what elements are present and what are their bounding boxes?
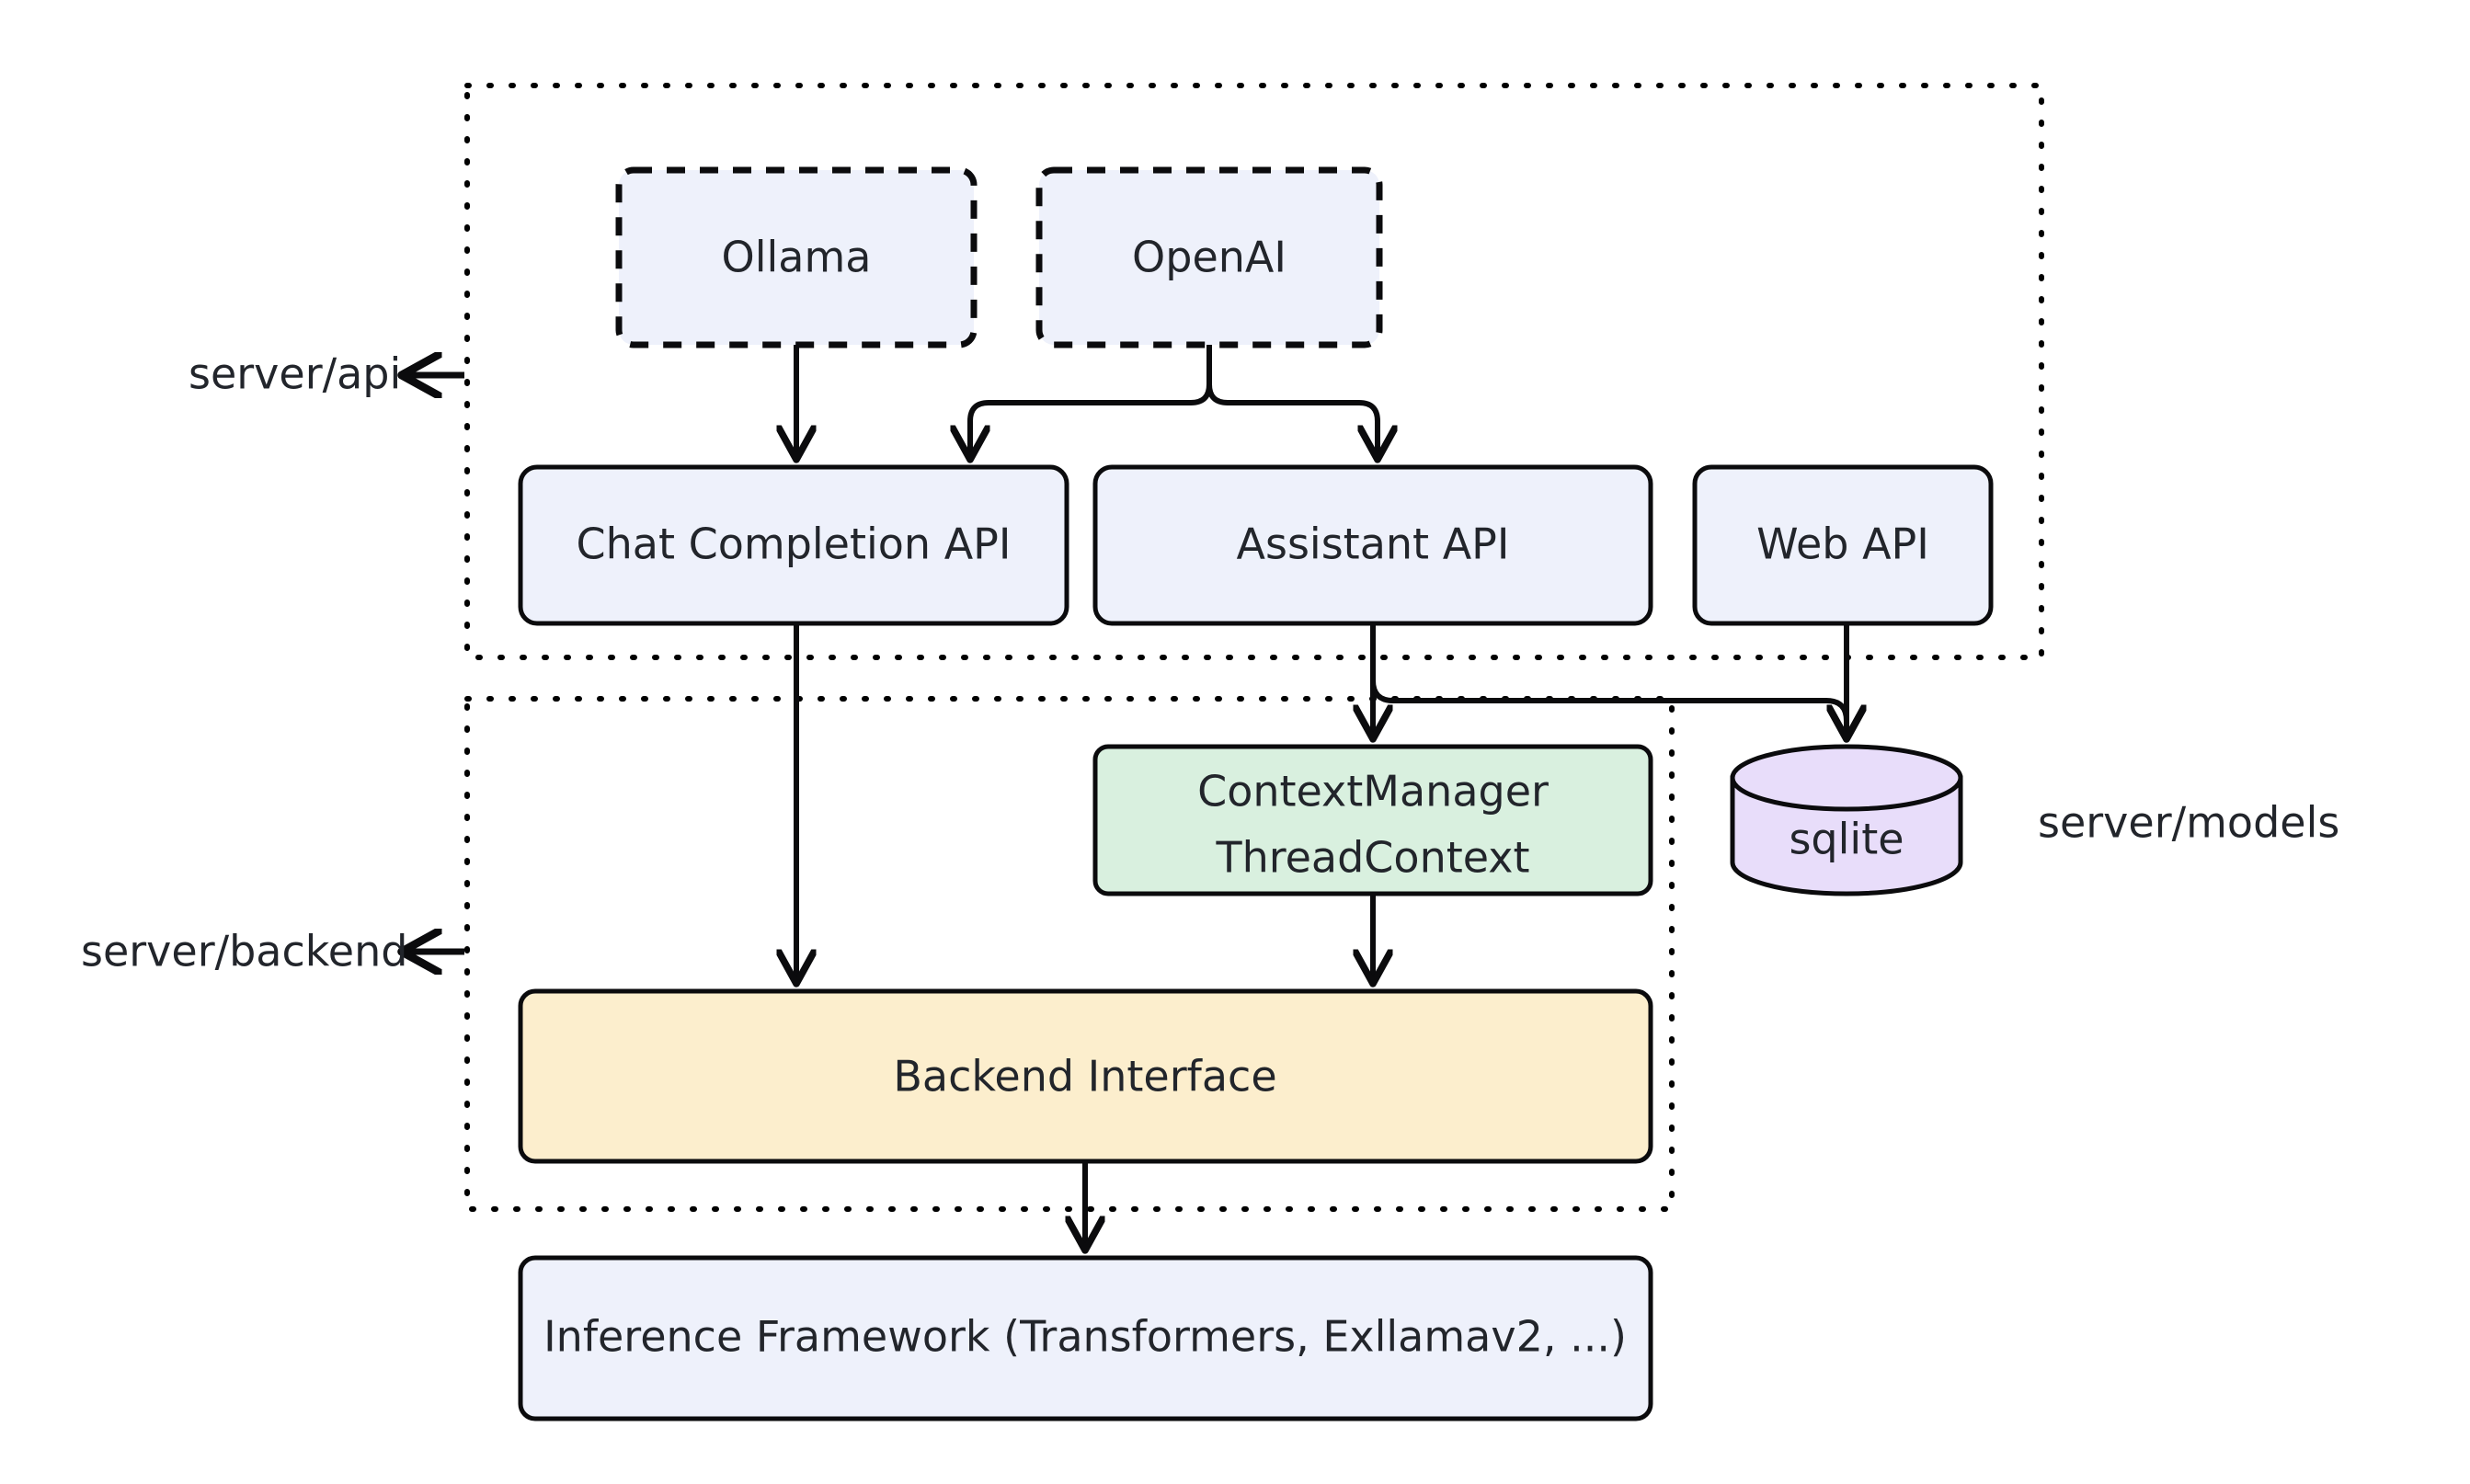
node-ollama[interactable]: Ollama xyxy=(615,166,978,348)
group-label-models: server/models xyxy=(2038,798,2339,848)
node-openai[interactable]: OpenAI xyxy=(1035,166,1383,348)
node-backend-interface-shape xyxy=(518,988,1653,1164)
group-label-backend: server/backend xyxy=(81,927,407,976)
node-assistant-api[interactable]: Assistant API xyxy=(1092,464,1653,626)
node-inference-framework[interactable]: Inference Framework (Transformers, Exlla… xyxy=(518,1255,1653,1421)
node-openai-shape xyxy=(1035,166,1383,348)
node-chat-completion-api[interactable]: Chat Completion API xyxy=(518,464,1069,626)
node-ollama-shape xyxy=(615,166,978,348)
node-web-api-shape xyxy=(1692,464,1994,626)
node-sqlite[interactable]: sqlite xyxy=(1730,744,1963,896)
node-context-manager-shape xyxy=(1092,744,1653,896)
node-backend-interface[interactable]: Backend Interface xyxy=(518,988,1653,1164)
edge-assistant-api-to-sqlite xyxy=(1370,623,1847,736)
node-backend-interface-label: Backend Interface xyxy=(893,1052,1276,1102)
group-container-api xyxy=(464,83,2044,660)
edge-openai-to-assistant-api xyxy=(1206,345,1378,457)
node-inference-framework-label: Inference Framework (Transformers, Exlla… xyxy=(543,1312,1627,1362)
node-web-api-label: Web API xyxy=(1756,519,1929,569)
node-chat-completion-api-shape xyxy=(518,464,1069,626)
edge-openai-to-chat-completion-api xyxy=(970,345,1212,457)
node-sqlite-top xyxy=(1730,744,1963,812)
node-context-manager-label-line1: ContextManager xyxy=(1197,767,1549,816)
node-context-manager[interactable]: ContextManager ThreadContext xyxy=(1092,744,1653,896)
group-container-backend xyxy=(464,696,1675,1212)
node-openai-label: OpenAI xyxy=(1132,233,1286,282)
node-web-api[interactable]: Web API xyxy=(1692,464,1994,626)
node-assistant-api-shape xyxy=(1092,464,1653,626)
group-label-api: server/api xyxy=(189,349,401,399)
node-chat-completion-api-label: Chat Completion API xyxy=(577,519,1012,569)
node-assistant-api-label: Assistant API xyxy=(1237,519,1510,569)
node-context-manager-label-line2: ThreadContext xyxy=(1215,833,1529,883)
node-inference-framework-shape xyxy=(518,1255,1653,1421)
node-sqlite-label: sqlite xyxy=(1789,815,1904,864)
node-ollama-label: Ollama xyxy=(722,233,872,282)
